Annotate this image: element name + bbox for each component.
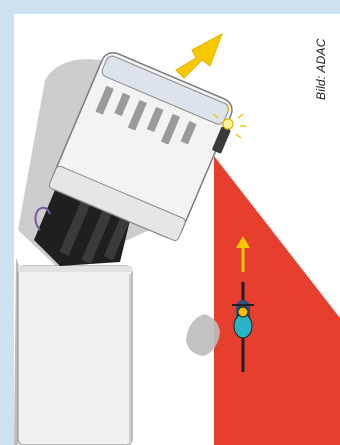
image-credit: Bild: ADAC: [314, 38, 328, 100]
trailer: [18, 266, 132, 445]
